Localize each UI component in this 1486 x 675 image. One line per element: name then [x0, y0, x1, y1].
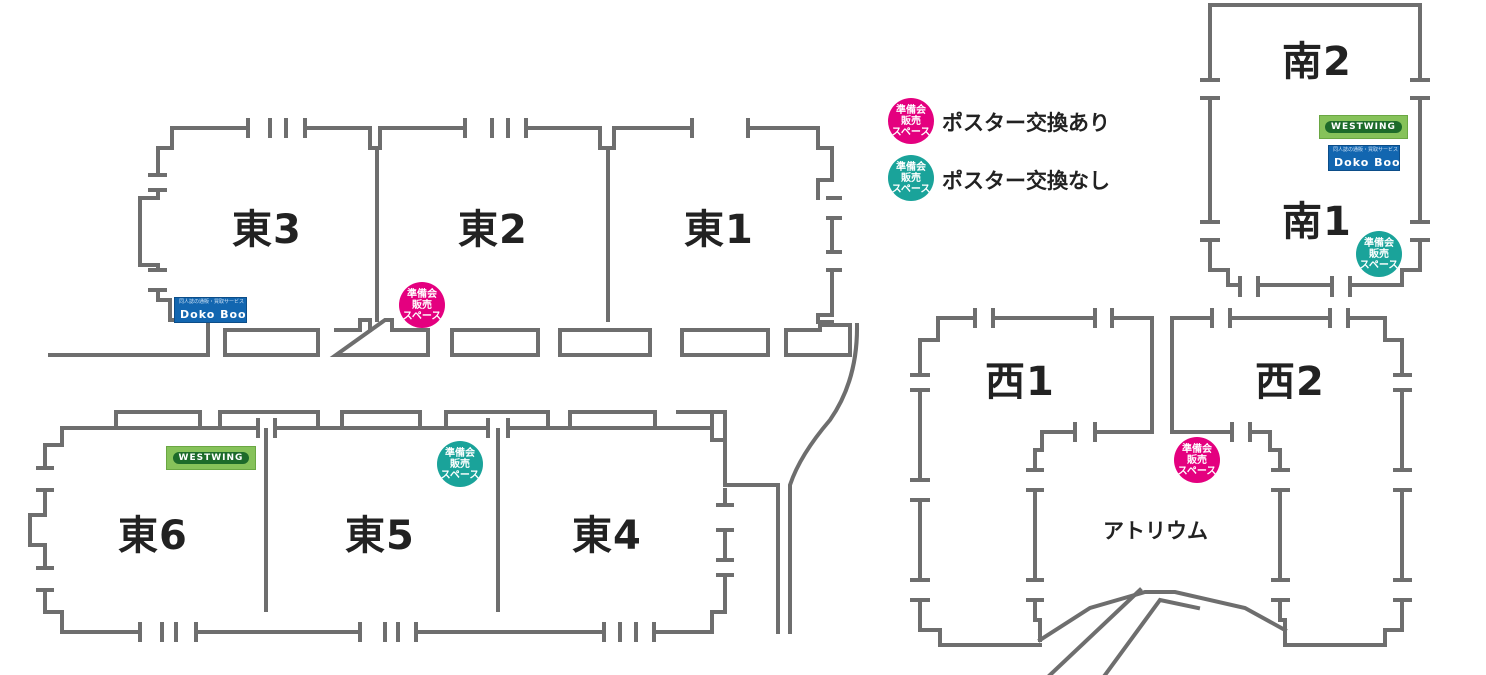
hall-west2-label: 西2	[1255, 359, 1325, 405]
sales-space-marker-east5[interactable]: 準備会 販売 スペース	[437, 441, 483, 487]
hall-west1-label: 西1	[985, 359, 1055, 405]
hall-east4-label: 東4	[572, 513, 642, 559]
badge-line1: 準備会	[896, 104, 926, 116]
badge-line3: スペース	[891, 183, 931, 195]
sales-space-marker-west2[interactable]: 準備会 販売 スペース	[1174, 437, 1220, 483]
badge-line3: スペース	[440, 469, 480, 481]
hall-south1-label: 南1	[1282, 199, 1352, 245]
badge-line2: 販売	[1369, 248, 1389, 260]
westwing-logo-south: WESTWING	[1319, 115, 1408, 139]
westwing-name: WESTWING	[1325, 121, 1402, 133]
dokobook-tagline: 同人誌の通販・買取サービス	[179, 299, 245, 305]
westwing-logo-east6: WESTWING	[166, 446, 256, 470]
dokobook-name: Doko Book	[1334, 156, 1409, 169]
badge-line3: スペース	[891, 126, 931, 138]
hall-south2-label: 南2	[1282, 39, 1352, 85]
badge-line2: 販売	[450, 458, 470, 470]
badge-line2: 販売	[412, 299, 432, 311]
sales-space-marker-east2[interactable]: 準備会 販売 スペース	[399, 282, 445, 328]
badge-line1: 準備会	[407, 288, 437, 300]
east-top-block	[48, 118, 860, 634]
dokobook-logo-east3: 同人誌の通販・買取サービス Doko Book	[174, 297, 254, 323]
legend-no-poster-exchange-text: ポスター交換なし	[942, 169, 1110, 193]
south-block	[1200, 3, 1430, 297]
badge-line1: 準備会	[445, 447, 475, 459]
badge-line1: 準備会	[1182, 443, 1212, 455]
dokobook-logo-south: 同人誌の通販・買取サービス Doko Book	[1328, 145, 1408, 171]
badge-line2: 販売	[901, 172, 921, 184]
legend-badge-poster-exchange: 準備会 販売 スペース	[888, 98, 934, 144]
badge-line3: スペース	[1359, 259, 1399, 271]
sales-space-marker-south1[interactable]: 準備会 販売 スペース	[1356, 231, 1402, 277]
legend-poster-exchange-text: ポスター交換あり	[942, 111, 1110, 135]
east-bottom-block	[28, 410, 734, 642]
badge-line2: 販売	[1187, 454, 1207, 466]
dokobook-tagline: 同人誌の通販・買取サービス	[1333, 147, 1399, 153]
badge-line3: スペース	[1177, 465, 1217, 477]
badge-line3: スペース	[402, 310, 442, 322]
legend-badge-no-poster-exchange: 準備会 販売 スペース	[888, 155, 934, 201]
hall-east5-label: 東5	[345, 513, 415, 559]
hall-atrium-label: アトリウム	[1103, 519, 1208, 543]
hall-east2-label: 東2	[458, 207, 528, 253]
badge-line1: 準備会	[896, 161, 926, 173]
westwing-name: WESTWING	[172, 452, 250, 464]
badge-line1: 準備会	[1364, 237, 1394, 249]
hall-east1-label: 東1	[684, 207, 754, 253]
hall-east6-label: 東6	[118, 513, 188, 559]
dokobook-name: Doko Book	[180, 308, 255, 321]
badge-line2: 販売	[901, 115, 921, 127]
hall-east3-label: 東3	[232, 207, 302, 253]
west-block	[910, 308, 1412, 675]
